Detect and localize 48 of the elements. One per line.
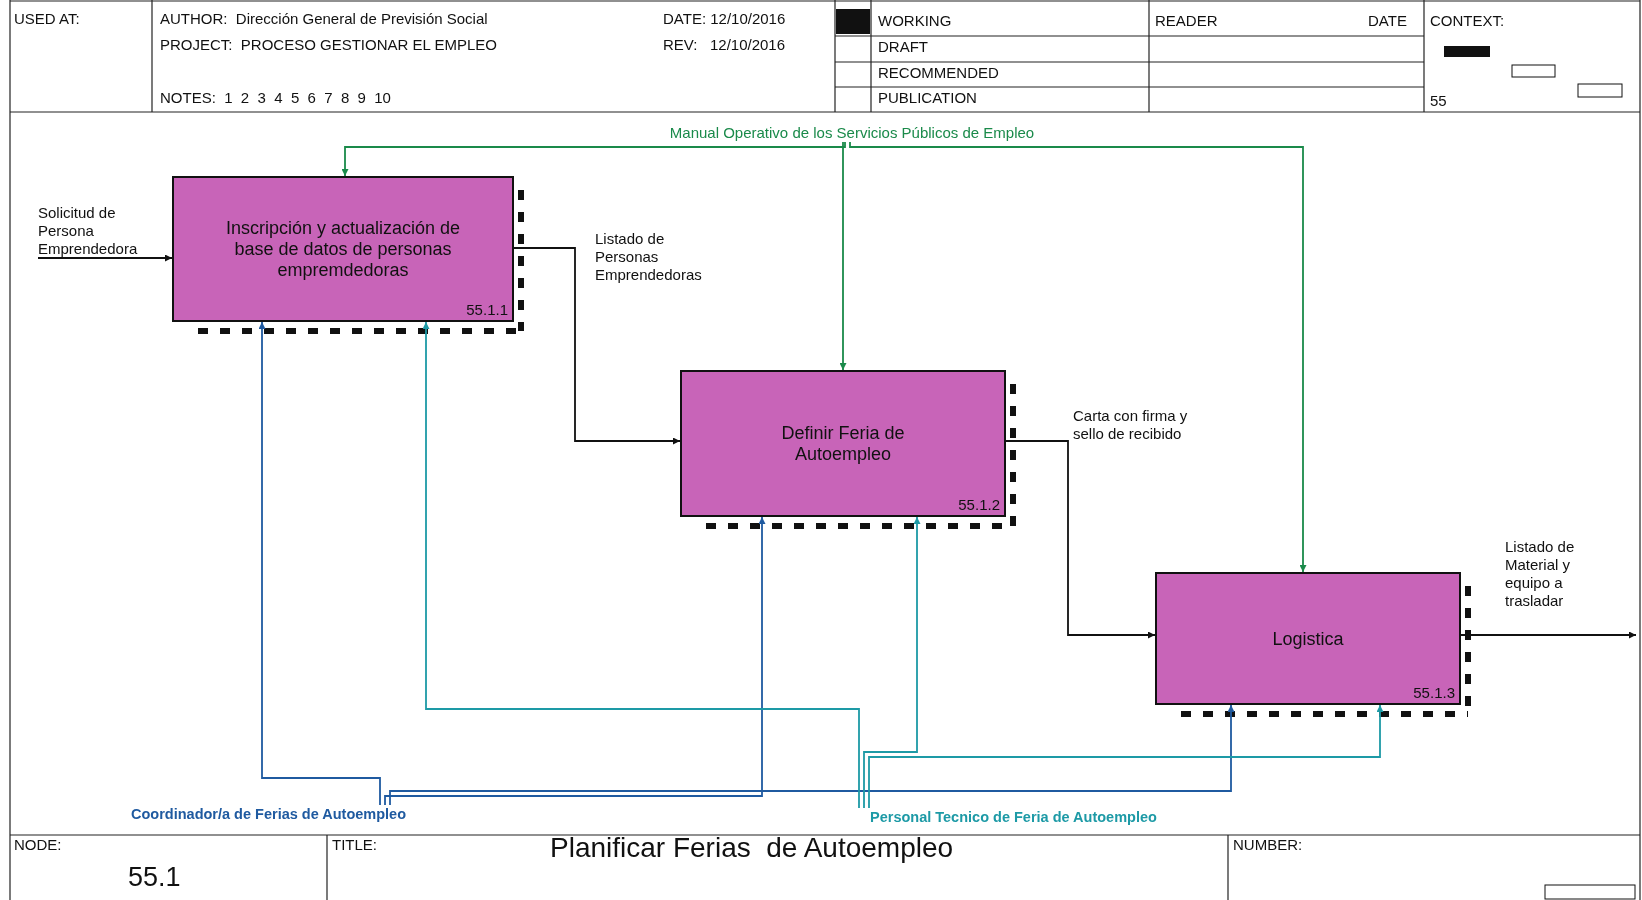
status-label: WORKING	[878, 12, 952, 29]
control-label: Manual Operativo de los Servicios Públicos de Empleo	[592, 124, 1112, 142]
status-label: DRAFT	[878, 38, 928, 55]
status-label: RECOMMENDED	[878, 64, 999, 81]
arrow	[1005, 440, 1156, 639]
arrow	[341, 141, 846, 177]
process-label: Inscripción y actualización de base de datos de personas empremdedoras	[224, 217, 462, 281]
process-box	[1155, 572, 1461, 705]
column-header: READER	[1155, 12, 1218, 29]
arrow	[849, 141, 1307, 573]
author-text: AUTHOR: Dirección General de Previsión Social	[160, 10, 488, 27]
arrow	[37, 254, 173, 262]
arrow	[258, 321, 381, 806]
arrow	[389, 704, 1235, 806]
arrow	[384, 516, 766, 806]
arrow	[1460, 631, 1637, 639]
status-label: PUBLICATION	[878, 89, 977, 106]
context-number: 55	[1430, 92, 1447, 109]
arrow	[868, 704, 1384, 809]
mechanism-label: Personal Tecnico de Feria de Autoempleo	[870, 808, 1280, 826]
edge-label: Carta con firma y sello de recibido	[1073, 407, 1189, 443]
arrow	[839, 141, 847, 371]
field-label: USED AT:	[14, 10, 80, 27]
node-number: 55.1.3	[1413, 684, 1455, 701]
notes-text: NOTES: 1 2 3 4 5 6 7 8 9 10	[160, 89, 391, 106]
node-number: 55.1.1	[466, 301, 508, 318]
diagram-title: Planificar Ferias de Autoempleo	[550, 832, 954, 864]
arrow	[863, 516, 921, 809]
field-label: TITLE:	[332, 836, 377, 853]
node-number: 55.1.2	[958, 496, 1000, 513]
edge-label: Listado de Personas Emprendedoras	[595, 230, 703, 284]
edge-label: Listado de Material y equipo a trasladar	[1505, 538, 1576, 610]
field-label: CONTEXT:	[1430, 12, 1505, 29]
column-header: DATE	[1368, 12, 1407, 29]
node-number: 55.1	[128, 862, 181, 893]
date-text: DATE: 12/10/2016	[663, 10, 786, 27]
project-text: PROJECT: PROCESO GESTIONAR EL EMPLEO	[160, 36, 498, 53]
process-box	[680, 370, 1006, 517]
process-box	[172, 176, 514, 322]
field-label: NODE:	[14, 836, 62, 853]
revision-text: REV: 12/10/2016	[663, 36, 786, 53]
process-label: Logistica	[1271, 628, 1345, 649]
field-label: NUMBER:	[1233, 836, 1303, 853]
arrow	[422, 321, 860, 809]
input-label: Solicitud de Persona Emprendedora	[38, 204, 173, 258]
mechanism-label: Coordinador/a de Ferias de Autoempleo	[131, 805, 513, 823]
process-label: Definir Feria de Autoempleo	[780, 422, 906, 465]
arrow	[513, 247, 681, 445]
